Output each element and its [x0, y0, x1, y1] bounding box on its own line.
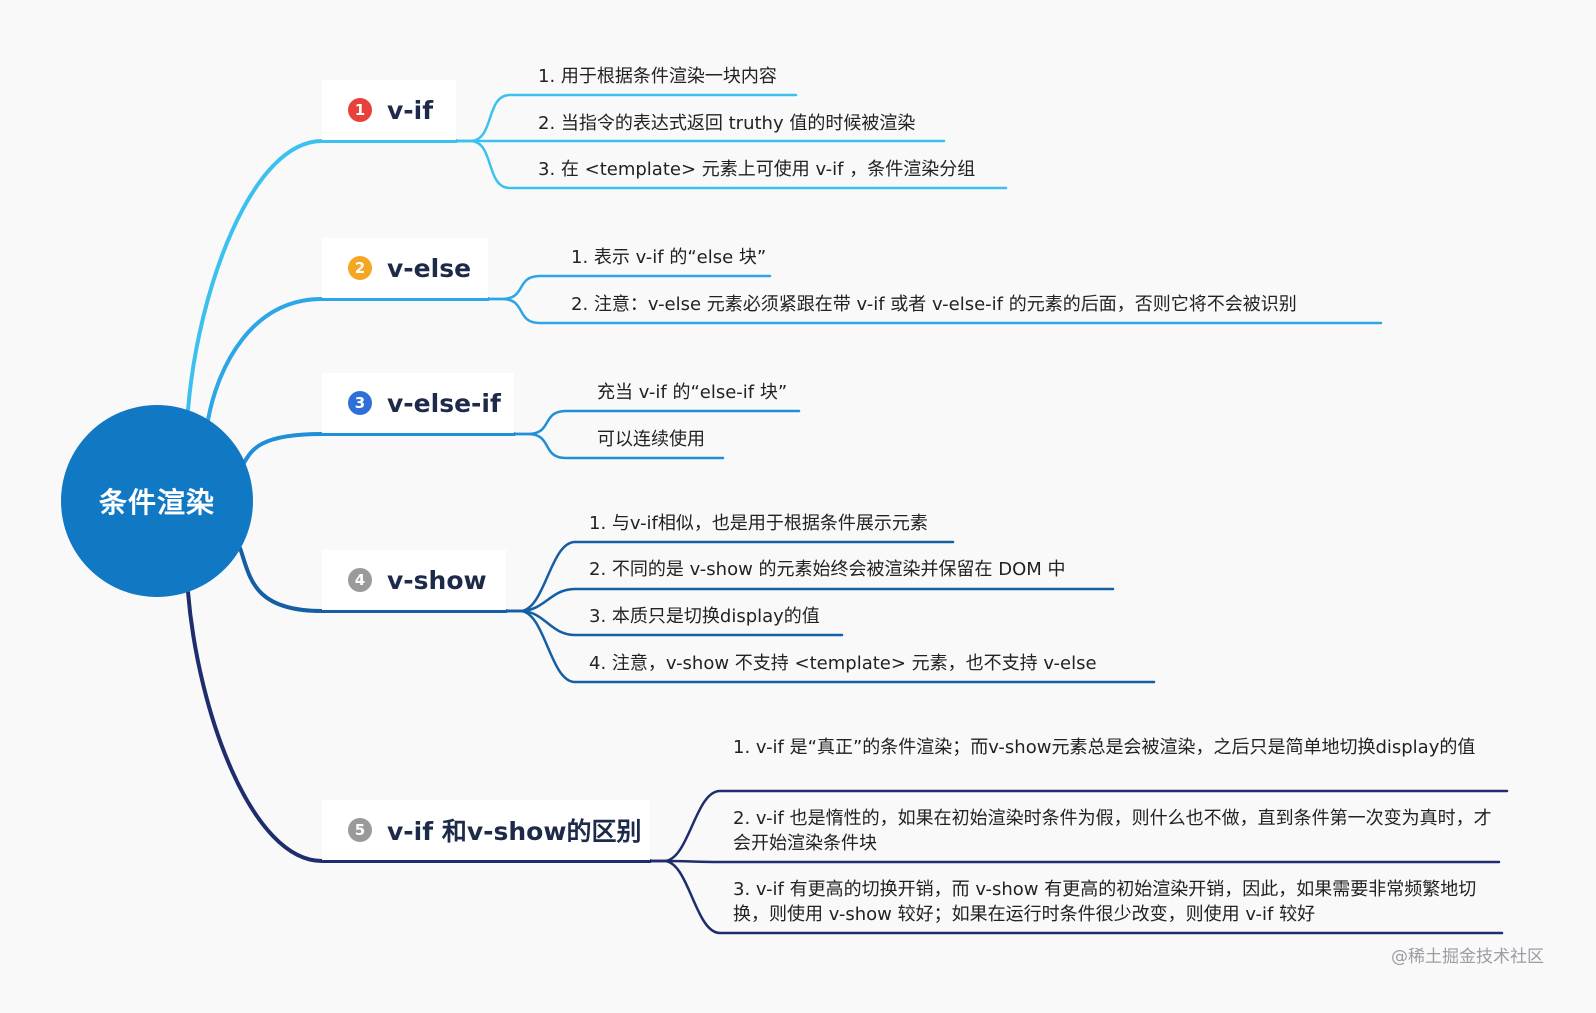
- leaf-v-else-if-2: 可以连续使用: [597, 429, 705, 450]
- trunk-line: [238, 432, 516, 472]
- branch-node-v-else-if: 3 v-else-if: [322, 373, 514, 433]
- leaf-v-show-1: 1. 与v-if相似，也是用于根据条件展示元素: [589, 513, 928, 534]
- trunk-line: [206, 297, 490, 422]
- leaf-difference-2: 2. v-if 也是惰性的，如果在初始渲染时条件为假，则什么也不做，直到条件第一…: [733, 808, 1492, 854]
- branch-label: v-if: [387, 95, 434, 125]
- branch-label: v-else-if: [387, 388, 501, 418]
- branch-node-v-if: 1 v-if: [322, 80, 456, 140]
- leaf-v-else-2: 2. 注意：v-else 元素必须紧跟在带 v-if 或者 v-else-if …: [571, 294, 1297, 315]
- branch-label: v-else: [387, 253, 472, 283]
- leaf-v-if-1: 1. 用于根据条件渲染一块内容: [538, 66, 777, 87]
- leaf-line: [512, 432, 725, 460]
- leaf-v-show-3: 3. 本质只是切换display的值: [589, 606, 820, 627]
- branch-node-difference: 5 v-if 和v-show的区别: [322, 800, 650, 860]
- leaf-v-if-3: 3. 在 <template> 元素上可使用 v-if ，条件渲染分组: [538, 159, 976, 180]
- leaf-difference-3: 3. v-if 有更高的切换开销，而 v-show 有更高的初始渲染开销，因此，…: [733, 879, 1477, 925]
- trunk-line: [186, 139, 458, 412]
- root-label: 条件渲染: [98, 486, 215, 519]
- leaf-line: [486, 297, 1383, 325]
- leaf-difference-1: 1. v-if 是“真正”的条件渲染；而v-show元素总是会被渲染，之后只是简…: [733, 737, 1476, 758]
- leaf-v-show-4: 4. 注意，v-show 不支持 <template> 元素，也不支持 v-el…: [589, 653, 1097, 674]
- leaf-line: [648, 859, 1504, 935]
- leaf-line: [648, 859, 1501, 864]
- branch-node-v-else: 2 v-else: [322, 238, 488, 298]
- number-badge-4: 4: [348, 568, 372, 592]
- trunk-line: [238, 546, 508, 613]
- number-badge-5: 5: [348, 818, 372, 842]
- root-node: 条件渲染: [61, 405, 253, 597]
- branch-node-v-show: 4 v-show: [322, 550, 506, 610]
- leaf-line: [504, 609, 1156, 684]
- leaf-v-else-1: 1. 表示 v-if 的“else 块”: [571, 247, 767, 268]
- leaf-line: [454, 139, 1008, 190]
- branch-label: v-show: [387, 565, 487, 595]
- leaf-v-show-2: 2. 不同的是 v-show 的元素始终会被渲染并保留在 DOM 中: [589, 559, 1066, 580]
- branch-label: v-if 和v-show的区别: [387, 817, 642, 846]
- number-badge-1: 1: [348, 98, 372, 122]
- trunk-line: [186, 590, 652, 863]
- leaf-v-else-if-1: 充当 v-if 的“else-if 块”: [597, 382, 788, 403]
- number-badge-2: 2: [348, 256, 372, 280]
- watermark: @稀土掘金技术社区: [1391, 947, 1544, 967]
- leaf-v-if-2: 2. 当指令的表达式返回 truthy 值的时候被渲染: [538, 113, 916, 134]
- number-badge-3: 3: [348, 391, 372, 415]
